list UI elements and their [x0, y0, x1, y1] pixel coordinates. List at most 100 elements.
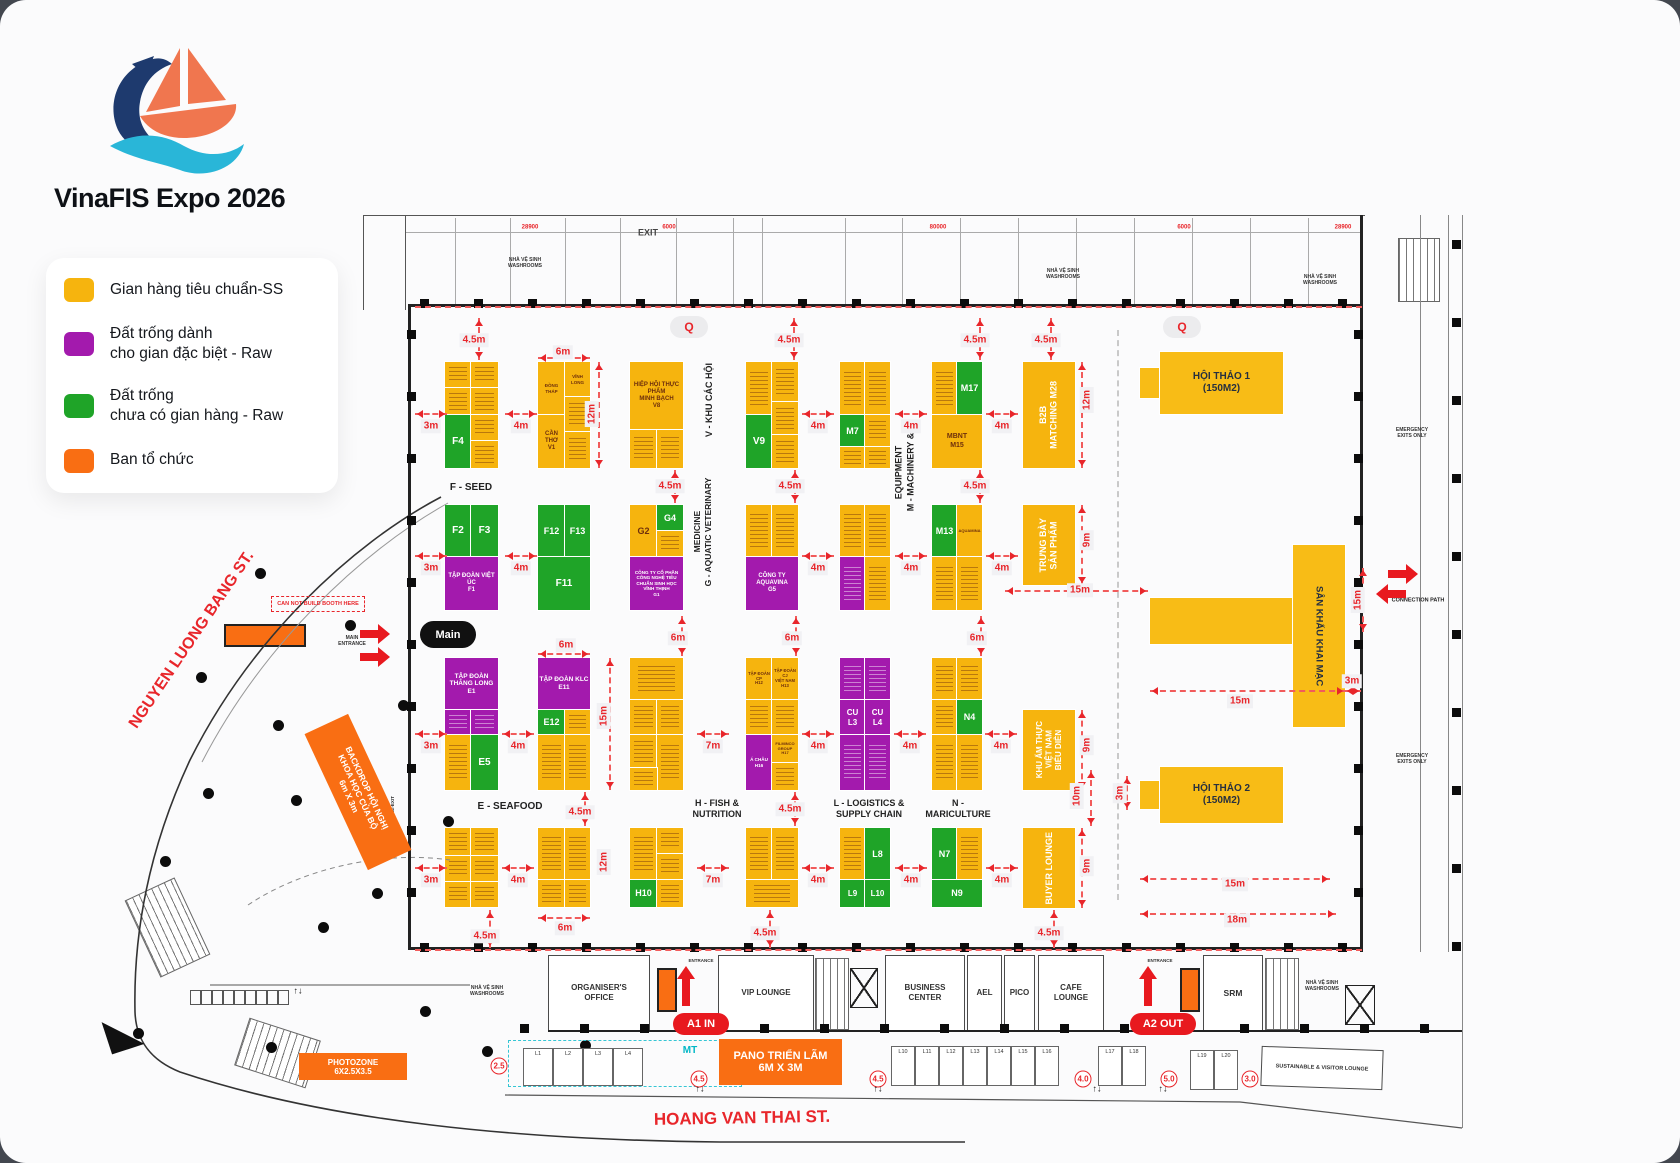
elevator-shaft	[1345, 985, 1375, 1025]
column-square	[744, 299, 753, 308]
room-pico: PICO	[1004, 955, 1035, 1031]
column-square	[1354, 330, 1363, 339]
booth-cell	[470, 361, 499, 389]
booth-cell	[470, 881, 499, 908]
column-square	[1300, 1024, 1309, 1033]
booth-cell	[444, 881, 472, 908]
plaza-column-dot	[291, 795, 302, 806]
booth-cell	[470, 855, 499, 883]
dim-label-4.5m: 4.5m	[774, 333, 804, 347]
legend-item-0: Gian hàng tiêu chuẩn-SS	[64, 278, 320, 302]
dim-label-4m: 4m	[807, 561, 829, 575]
dim-label-4.5m: 4.5m	[960, 479, 990, 493]
column-square	[1338, 943, 1347, 952]
dim-line	[1087, 770, 1095, 826]
column-square	[1354, 888, 1363, 897]
dim-label-4m: 4m	[991, 419, 1013, 433]
column-square	[582, 943, 591, 952]
booth-cell	[564, 734, 591, 791]
legend-swatch	[64, 448, 94, 473]
dim-label-9m: 9m	[1080, 529, 1094, 551]
plaza-column-dot	[160, 856, 171, 867]
page-title: VinaFIS Expo 2026	[54, 183, 286, 213]
column-square	[1014, 299, 1023, 308]
vinafis-logo	[110, 48, 244, 174]
booth-cell	[931, 699, 958, 736]
booth-m13: M13	[931, 504, 958, 558]
booth-cell	[745, 504, 773, 558]
booth-buyer-lounge: BUYER LOUNGE	[1022, 827, 1076, 909]
q-marker: Q	[1163, 316, 1201, 338]
note-nh-v-sinh: NHÀ VỆ SINH WASHROOMS	[1303, 273, 1337, 286]
partition-line	[565, 218, 566, 304]
partition-line	[1018, 218, 1019, 304]
dim-label-6m: 6m	[667, 631, 689, 645]
booth-cell	[629, 429, 658, 469]
column-square	[1452, 630, 1461, 639]
column-square	[407, 764, 416, 773]
booth-cell	[839, 734, 866, 791]
booth-cell	[564, 431, 591, 469]
column-square	[528, 943, 537, 952]
booth-cell	[864, 446, 891, 469]
column-square	[760, 1024, 769, 1033]
dim-label-4m: 4m	[510, 419, 532, 433]
left-arrow	[1388, 590, 1406, 598]
dim-line	[502, 864, 534, 872]
booth-s-n-kh-u-khai-m-c: SÂN KHẤU KHAI MẠC	[1292, 544, 1346, 728]
dim-line	[415, 552, 447, 560]
column-square	[407, 578, 416, 587]
column-square	[880, 1024, 889, 1033]
note-entrance: ENTRANCE	[1147, 958, 1173, 964]
booth-cell	[956, 657, 983, 701]
booth-f4: F4	[444, 414, 472, 469]
dim-label-4.5m: 4.5m	[655, 479, 685, 493]
column-square	[1354, 578, 1363, 587]
dim-line	[697, 730, 729, 738]
booth-cell	[771, 401, 799, 436]
dim-line	[1078, 362, 1086, 468]
column-square	[580, 1024, 589, 1033]
dim-label-4.5m: 4.5m	[750, 926, 780, 940]
photozone-banner: PHOTOZONE 6X2.5X3.5	[299, 1053, 407, 1080]
booth-cell	[864, 414, 891, 448]
column-square	[1230, 943, 1239, 952]
booth-cell	[956, 734, 983, 791]
column-square	[798, 299, 807, 308]
booth-h17: FILMINCO GROUP H17	[771, 734, 799, 764]
note-↑↓: ↑↓	[1092, 1083, 1102, 1094]
column-square	[1068, 299, 1077, 308]
plaza-column-dot	[443, 816, 454, 827]
street-booth-l13: L13	[963, 1046, 987, 1086]
column-square	[1230, 299, 1239, 308]
dim-label-3m: 3m	[420, 419, 442, 433]
booth-cell	[470, 387, 499, 416]
dim-label-15m: 15m	[1226, 694, 1254, 708]
dim-label-4m: 4m	[900, 561, 922, 575]
booth-e11: TẬP ĐOÀN KLC E11	[537, 657, 591, 711]
dim-label-3m: 3m	[1113, 782, 1127, 804]
dim-line	[415, 410, 447, 418]
booth-cell	[656, 879, 684, 908]
legend-label: Đất trống chưa có gian hàng - Raw	[110, 387, 284, 425]
column-square	[420, 943, 429, 952]
dim-label-4.5m: 4.5m	[960, 333, 990, 347]
circled-number-4.5: 4.5	[869, 1070, 887, 1088]
legend-swatch	[64, 278, 94, 302]
room-srm: SRM	[1203, 955, 1263, 1031]
booth-e5: E5	[470, 734, 499, 791]
circled-number-4.5: 4.5	[690, 1070, 708, 1088]
column-square	[1360, 1024, 1369, 1033]
wall-line	[363, 215, 364, 310]
booth-aquamina: AQUAMINA	[956, 504, 983, 558]
a2-out-pill: A2 OUT	[1130, 1013, 1196, 1035]
plaza-column-dot	[273, 720, 284, 731]
booth-cell	[444, 709, 472, 736]
booth-cell	[931, 361, 958, 416]
partition-line	[620, 218, 621, 304]
registration-desk	[245, 990, 256, 1005]
note-emergency: EMERGENCY EXITS ONLY	[1395, 752, 1429, 765]
dim-label-6m: 6m	[966, 631, 988, 645]
street-booth-l14: L14	[987, 1046, 1011, 1086]
